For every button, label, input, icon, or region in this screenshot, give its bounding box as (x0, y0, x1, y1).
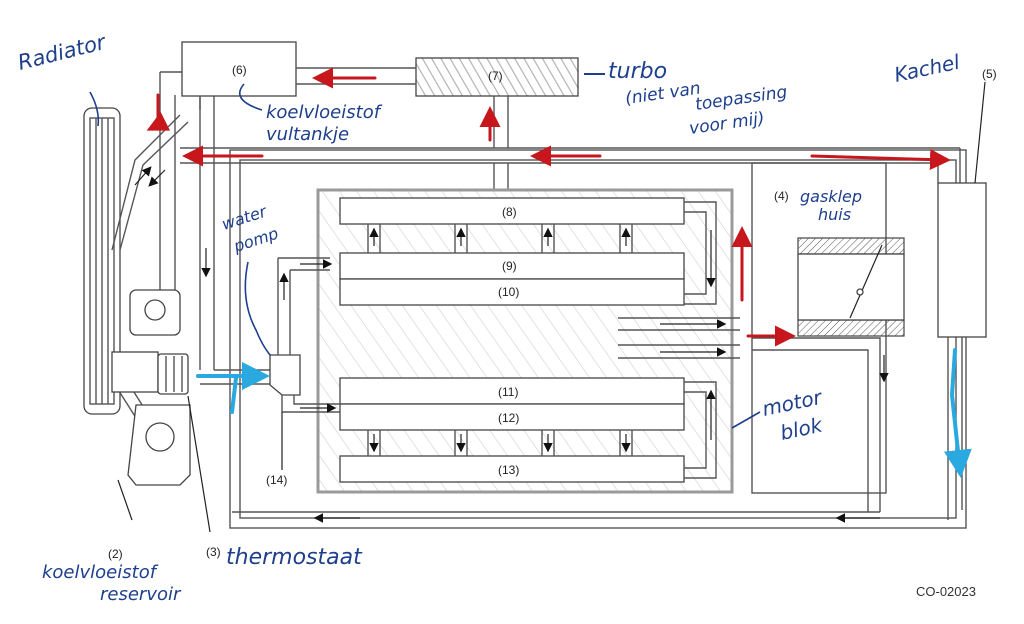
label-13: (13) (498, 463, 519, 477)
coolant-reservoir (117, 404, 191, 521)
label-11: (11) (498, 385, 518, 399)
hot-flow-arrows (146, 67, 951, 347)
expansion-tank (181, 41, 297, 110)
label-12: (12) (498, 411, 519, 425)
note-throttle-1: gasklep (800, 187, 862, 206)
note-kachel: Kachel (892, 50, 962, 87)
note-reservoir-2: reservoir (100, 584, 182, 605)
bottom-flow-arrows (201, 248, 880, 523)
cold-flow-arrows (196, 348, 972, 478)
note-throttle-2: huis (818, 205, 851, 224)
heater-core (937, 81, 987, 520)
label-5: (5) (982, 67, 997, 81)
label-4: (4) (774, 189, 789, 203)
label-9: (9) (502, 259, 517, 273)
label-14: (14) (266, 473, 287, 487)
note-turbo-2: toepassing (694, 82, 789, 115)
note-radiator: Radiator (15, 30, 109, 75)
label-2: (2) (108, 547, 123, 561)
note-turbo: turbo (608, 59, 667, 84)
water-pump (269, 257, 340, 470)
engine-block (316, 188, 734, 494)
part-numbers: (6) (7) (8) (9) (10) (11) (12) (13) (14)… (108, 63, 997, 599)
note-tank-1: koelvloeistof (266, 102, 383, 123)
label-7: (7) (488, 69, 503, 83)
label-8: (8) (502, 205, 517, 219)
coolant-galleries (339, 197, 740, 483)
thermostat (111, 351, 211, 533)
turbo (296, 57, 579, 190)
top-return-pipe (180, 147, 961, 183)
note-motor-2: blok (778, 412, 826, 445)
note-tank-2: vultankje (266, 124, 349, 145)
note-thermostat: thermostaat (226, 545, 363, 570)
label-10: (10) (498, 285, 519, 299)
diagram-code: CO-02023 (916, 584, 976, 599)
radiator-cap (129, 289, 181, 336)
note-reservoir-1: koelvloeistof (42, 562, 159, 583)
label-6: (6) (232, 63, 247, 77)
label-3: (3) (206, 545, 221, 559)
outer-pipe-loop (229, 149, 967, 529)
throttle-body (232, 162, 905, 513)
